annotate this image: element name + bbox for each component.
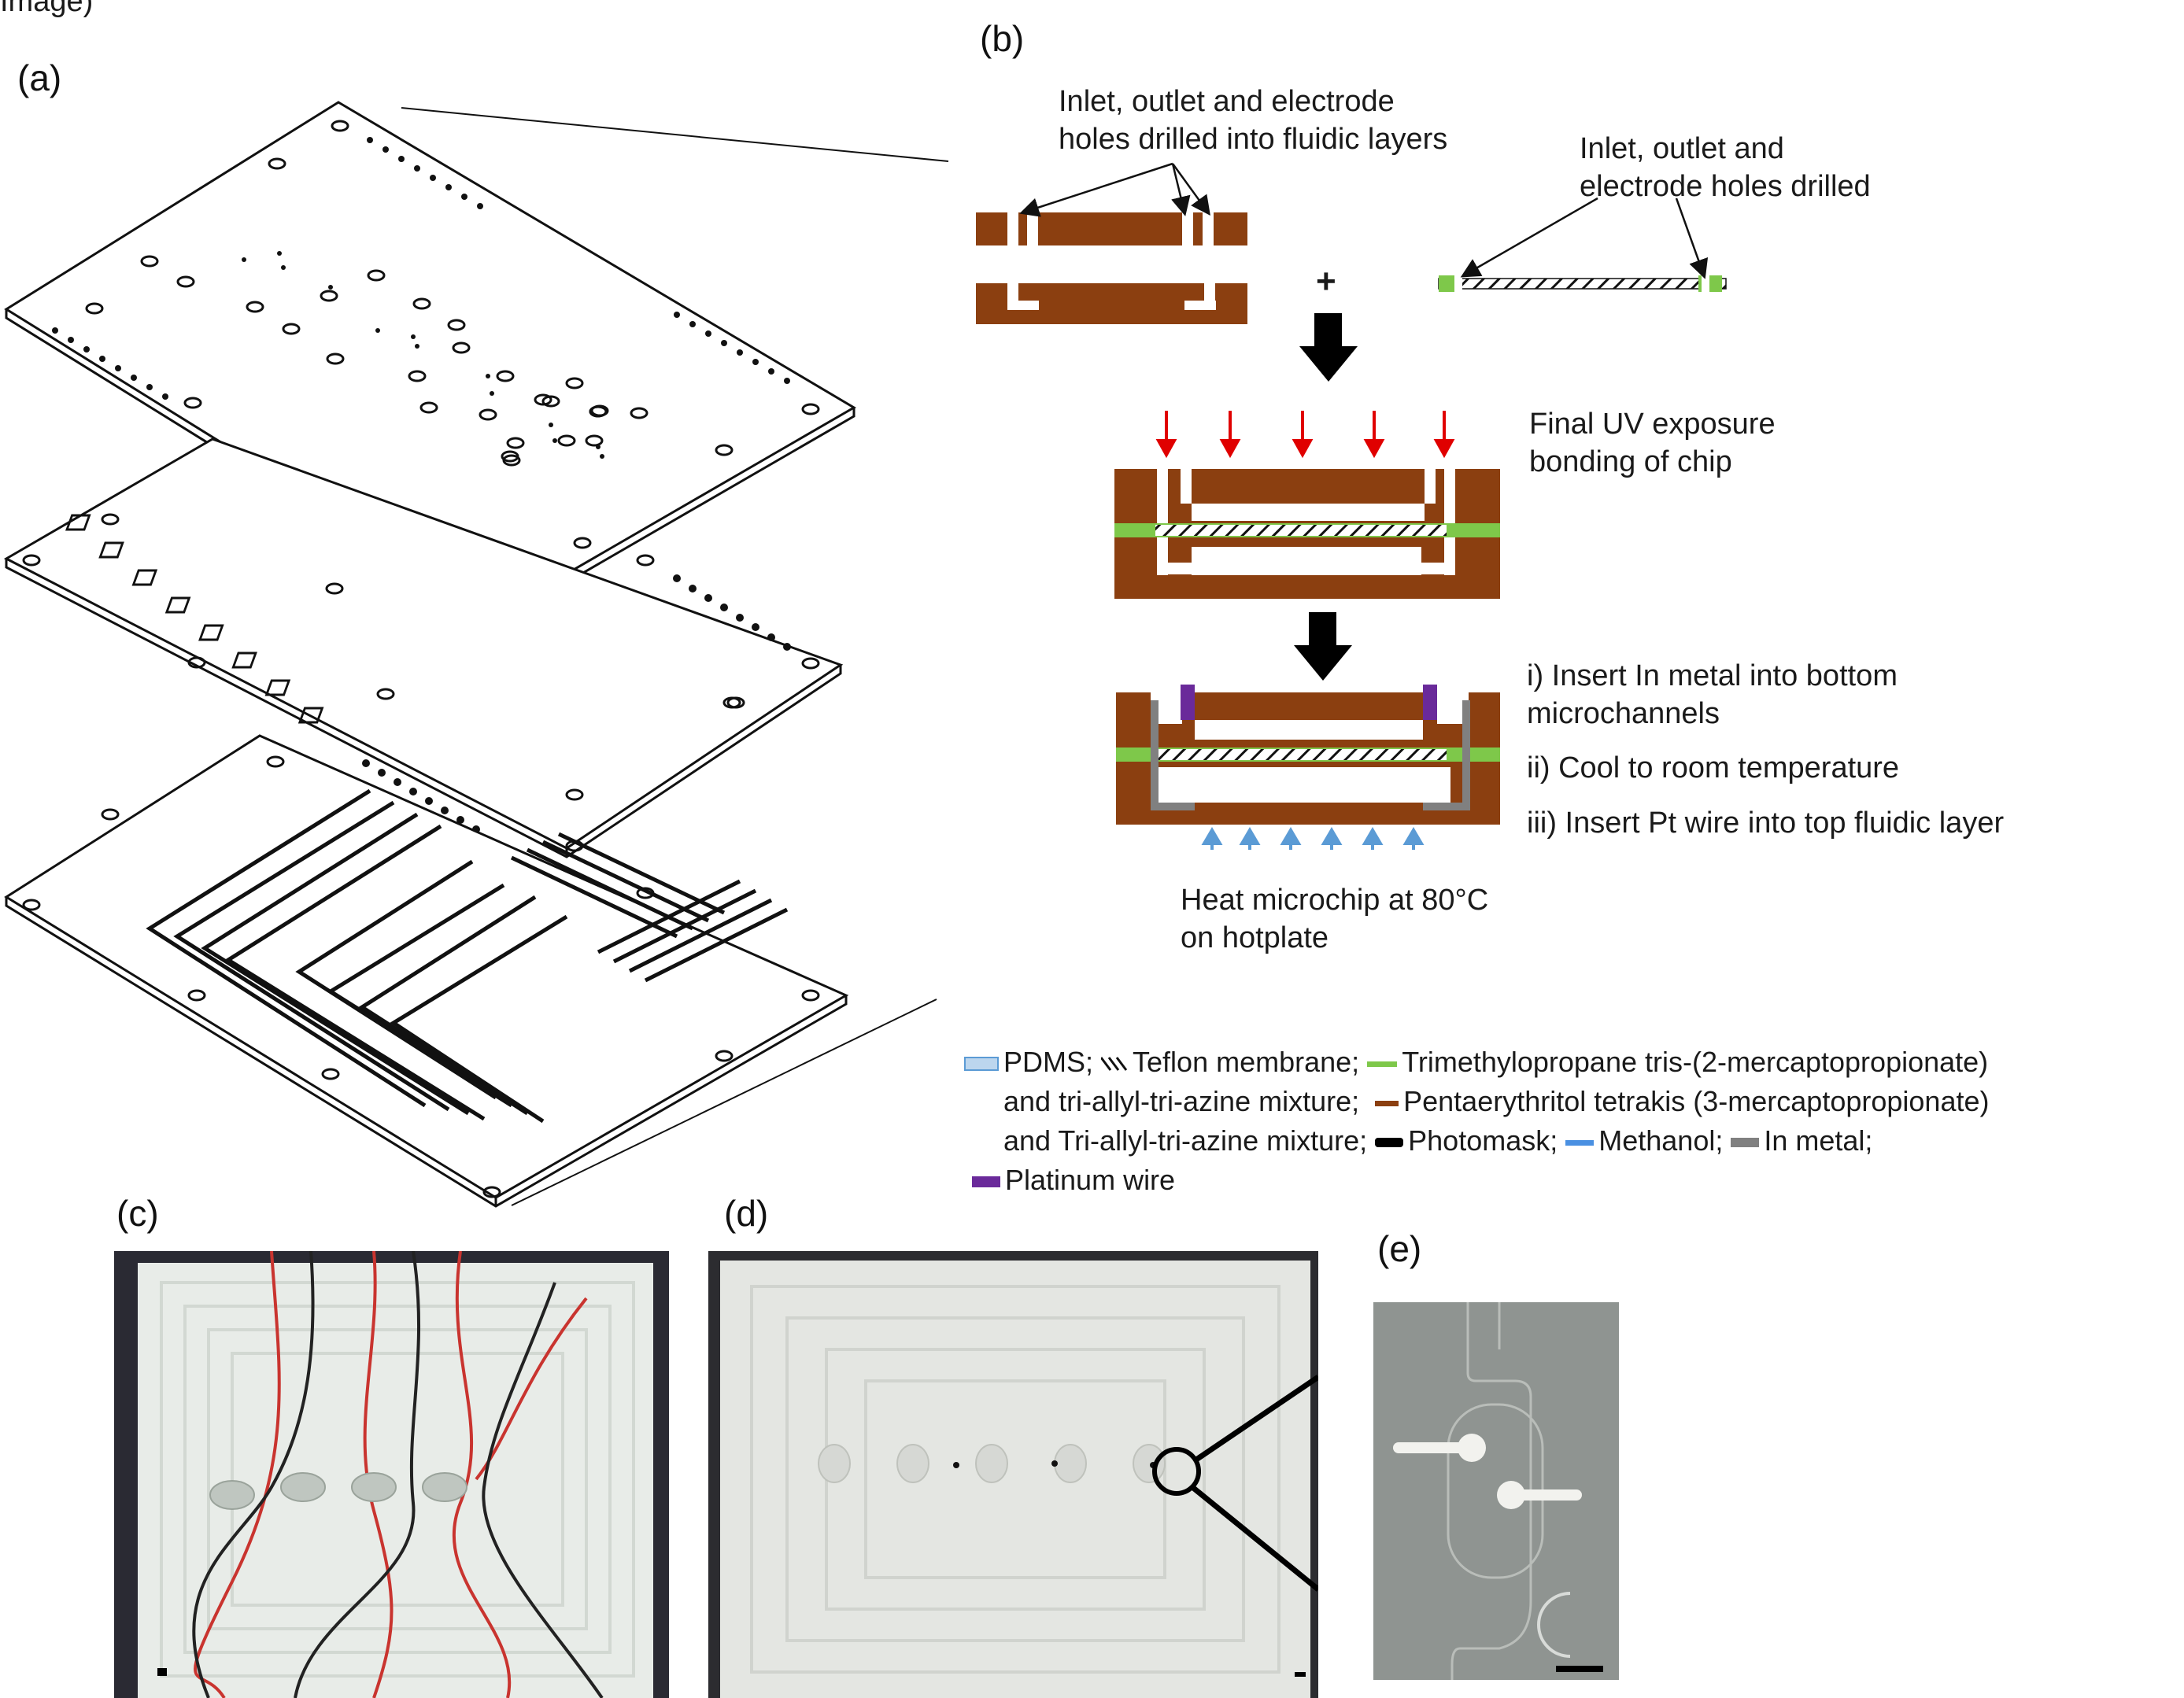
legend-platinum: Platinum wire xyxy=(1005,1164,1175,1196)
legend-teflon: Teflon membrane; xyxy=(1133,1046,1359,1078)
chip-wires-drawing xyxy=(114,1251,669,1698)
methanol-swatch xyxy=(1565,1140,1594,1146)
legend-pdms: PDMS; xyxy=(1003,1046,1093,1078)
legend-line-4: Platinum wire xyxy=(972,1163,1175,1197)
zoom-electrodes-drawing xyxy=(1373,1302,1619,1680)
legend-pentaerythritol: Pentaerythritol tetrakis (3-mercaptoprop… xyxy=(1403,1085,1989,1117)
photo-zoom-electrodes xyxy=(1373,1302,1619,1680)
process-schematic xyxy=(968,142,1787,850)
heat-line2: on hotplate xyxy=(1181,919,1329,957)
heat-line1: Heat microchip at 80°C xyxy=(1181,881,1488,919)
pdms-swatch xyxy=(964,1057,999,1071)
legend-trimethylopropane: Trimethylopropane tris-(2-mercaptopropio… xyxy=(1402,1046,1988,1078)
bottom-layer xyxy=(6,736,846,1206)
header-fragment: Image) xyxy=(0,0,93,20)
legend-methanol: Methanol; xyxy=(1598,1124,1723,1157)
trimethylopropane-swatch xyxy=(1367,1061,1397,1067)
drill-fluidic-line1: Inlet, outlet and electrode xyxy=(1059,83,1395,120)
final-chip xyxy=(1116,685,1500,825)
bonded-chip xyxy=(1114,469,1500,599)
exploded-chip-diagram xyxy=(0,87,968,1212)
legend-photomask: Photomask; xyxy=(1408,1124,1558,1157)
chip-top-view-drawing xyxy=(708,1251,1318,1698)
panel-label-b: (b) xyxy=(980,17,1024,60)
legend-triallyl: and tri-allyl-tri-azine mixture; xyxy=(1003,1085,1359,1117)
platinum-swatch xyxy=(972,1176,1000,1187)
panel-label-e: (e) xyxy=(1377,1227,1421,1270)
pentaerythritol-swatch xyxy=(1375,1101,1399,1106)
in-metal-swatch xyxy=(1731,1138,1759,1147)
photo-chip-with-wires xyxy=(114,1251,669,1698)
legend-line-3: and Tri-allyl-tri-azine mixture; Photoma… xyxy=(1003,1124,1872,1157)
photomask-swatch xyxy=(1375,1138,1403,1147)
legend-triallyl-2: and Tri-allyl-tri-azine mixture; xyxy=(1003,1124,1367,1157)
legend-line-1: PDMS; Teflon membrane; Trimethylopropane… xyxy=(964,1045,1988,1079)
legend-line-2: and tri-allyl-tri-azine mixture; Pentaer… xyxy=(1003,1084,1989,1118)
teflon-hatch-swatch xyxy=(1101,1056,1133,1072)
legend-in-metal: In metal; xyxy=(1764,1124,1872,1157)
membrane-strip xyxy=(1439,198,1726,292)
fluidic-layers-before-bonding xyxy=(976,164,1247,324)
photo-chip-top-view xyxy=(708,1251,1318,1698)
